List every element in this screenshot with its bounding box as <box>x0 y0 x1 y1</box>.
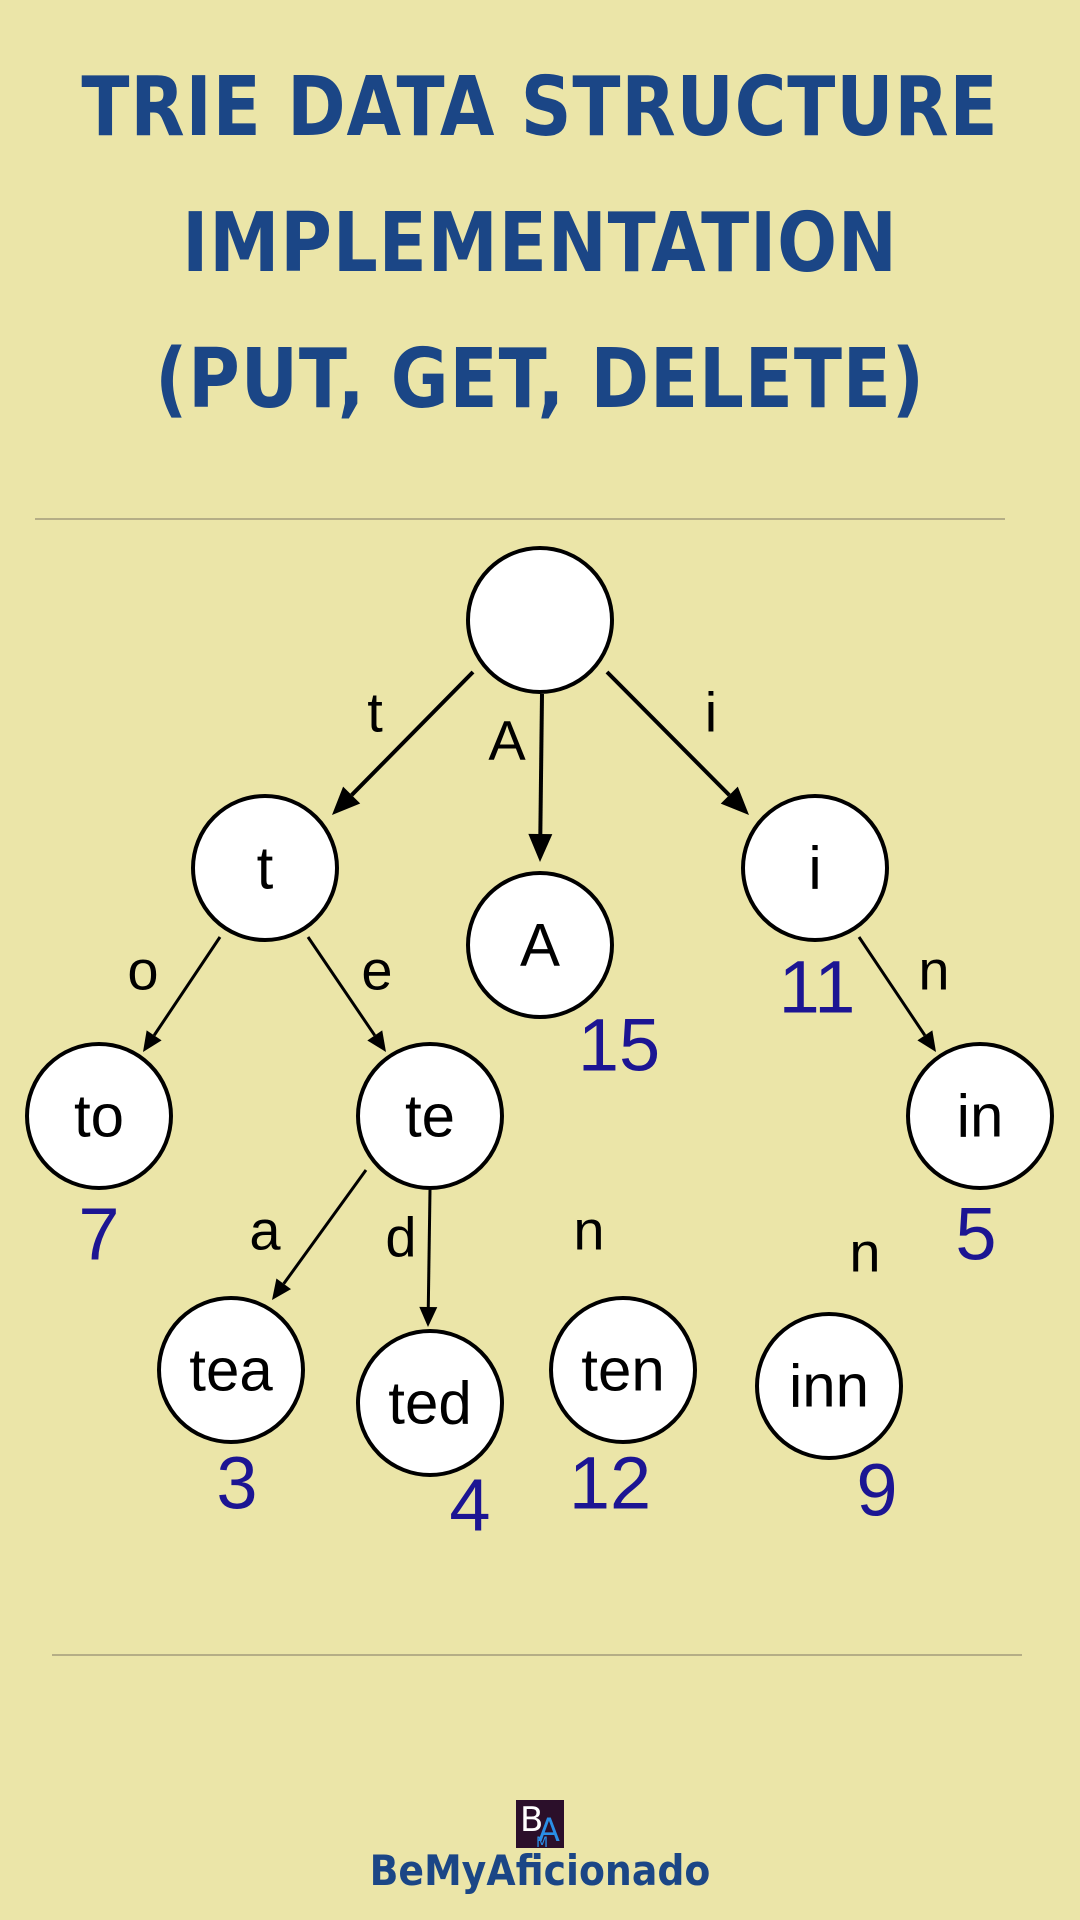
edge-line <box>538 693 544 835</box>
edge-label: e <box>361 939 392 1002</box>
node-circle <box>356 1329 504 1477</box>
edge-line <box>282 1169 368 1285</box>
brand-logo: B A M <box>0 1800 1080 1851</box>
edge-line <box>426 1189 432 1308</box>
node-value-ten: 12 <box>569 1442 651 1525</box>
node-value-a: 15 <box>578 1004 660 1087</box>
arrow-head-icon <box>332 786 361 815</box>
node-value-ted: 4 <box>449 1464 490 1547</box>
node-label: t <box>257 835 274 902</box>
trie-node-tea: tea <box>157 1296 305 1444</box>
edge-line <box>605 670 731 797</box>
arrow-head-icon <box>720 786 749 815</box>
node-circle <box>755 1312 903 1460</box>
trie-node-ten: ten <box>549 1296 697 1444</box>
brand-name: BeMyAficionado <box>369 1846 711 1895</box>
edge-line <box>350 670 475 797</box>
arrow-head-icon <box>143 1030 162 1052</box>
inn-edge-label: n <box>849 1221 880 1284</box>
edge-label: a <box>249 1199 281 1262</box>
arrow-head-icon <box>917 1030 936 1052</box>
node-label: ten <box>581 1337 664 1404</box>
trie-node-i: i <box>741 794 889 942</box>
edge-label: t <box>367 681 383 744</box>
trie-node-to: to <box>25 1042 173 1190</box>
node-label: tea <box>189 1337 273 1404</box>
node-circle <box>466 546 614 694</box>
bottom-divider <box>52 1654 1022 1656</box>
node-label: ted <box>388 1370 471 1437</box>
node-circle <box>356 1042 504 1190</box>
edge-line <box>306 936 377 1037</box>
trie-node-te: te <box>356 1042 504 1190</box>
logo-letter-a: A <box>538 1811 560 1849</box>
logo-letter-b: B <box>520 1800 544 1840</box>
trie-node-a: A <box>466 871 614 1019</box>
trie-node-in: in <box>906 1042 1054 1190</box>
edge-label: d <box>385 1206 416 1269</box>
trie-node-root <box>466 546 614 694</box>
node-value-i: 11 <box>779 946 856 1029</box>
edge-te-ted <box>419 1189 438 1327</box>
bam-logo-icon: B A M <box>516 1800 564 1851</box>
edge-t-te <box>306 936 386 1052</box>
node-value-tea: 3 <box>216 1442 257 1525</box>
node-circle <box>549 1296 697 1444</box>
top-divider <box>35 518 1005 520</box>
title-line-1: TRIE DATA STRUCTURE <box>81 60 999 155</box>
arrow-head-icon <box>367 1030 386 1052</box>
node-value-in: 5 <box>955 1193 996 1276</box>
page-title: TRIE DATA STRUCTURE IMPLEMENTATION (PUT,… <box>76 40 1005 448</box>
edge-root-A <box>528 693 553 862</box>
trie-node-t: t <box>191 794 339 942</box>
node-circle <box>157 1296 305 1444</box>
node-label: A <box>520 912 560 979</box>
node-circle <box>741 794 889 942</box>
edge-i-in <box>857 936 936 1052</box>
edge-label: o <box>127 939 158 1002</box>
edge-te-tea <box>272 1169 368 1300</box>
node-label: to <box>74 1083 124 1150</box>
edges-layer <box>143 670 936 1327</box>
edge-label: i <box>705 681 717 744</box>
arrow-head-icon <box>272 1278 292 1300</box>
edge-line <box>152 936 222 1037</box>
trie-node-inn: inn <box>755 1312 903 1460</box>
title-line-3: (PUT, GET, DELETE) <box>155 332 925 427</box>
title-line-2: IMPLEMENTATION <box>182 196 898 291</box>
arrow-head-icon <box>419 1306 438 1327</box>
node-value-inn: 9 <box>856 1449 897 1532</box>
edge-root-t <box>332 670 475 815</box>
node-value-to: 7 <box>78 1193 119 1276</box>
edge-label: A <box>488 709 526 772</box>
logo-letter-m: M <box>536 1835 549 1851</box>
trie-node-ted: ted <box>356 1329 504 1477</box>
node-label: inn <box>789 1353 869 1420</box>
node-label: te <box>405 1083 455 1150</box>
node-label: in <box>957 1083 1004 1150</box>
edge-label: n <box>918 939 949 1002</box>
ten-edge-label: n <box>573 1199 604 1262</box>
edge-root-i <box>605 670 749 815</box>
edge-line <box>857 936 927 1037</box>
node-circle <box>191 794 339 942</box>
node-label: i <box>808 835 821 902</box>
arrow-head-icon <box>528 833 553 862</box>
node-circle <box>25 1042 173 1190</box>
node-circle <box>466 871 614 1019</box>
edge-t-to <box>143 936 222 1052</box>
node-circle <box>906 1042 1054 1190</box>
